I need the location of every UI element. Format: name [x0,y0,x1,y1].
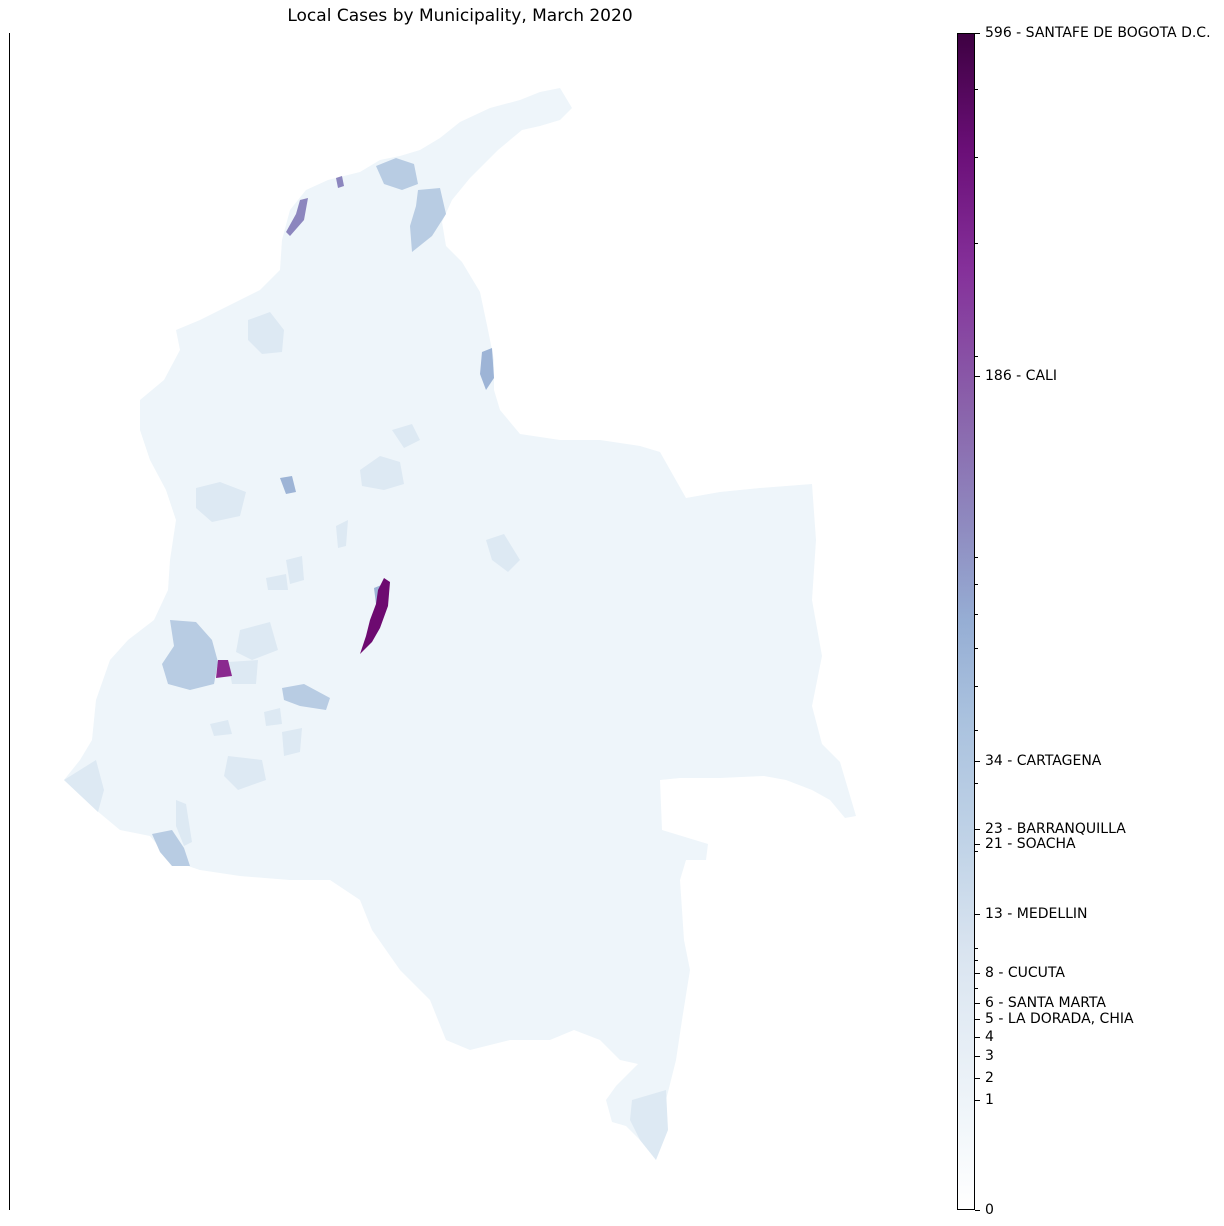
region-low [282,728,302,756]
region-low [236,622,278,660]
region-low [228,660,258,684]
region-southwest [152,830,190,866]
colorbar-tick [975,33,980,34]
region-southwest-2 [176,800,192,846]
axis-spine [9,33,10,1210]
colorbar-tick-label: 6 - SANTA MARTA [985,995,1106,1011]
colorbar-minor-tick [975,584,978,585]
region-santa-marta [376,158,418,190]
colorbar-tick-label: 2 [985,1070,994,1086]
colorbar-tick-label: 21 - SOACHA [985,836,1076,852]
colorbar-minor-tick [975,157,978,158]
region-cartagena [286,198,308,236]
colorbar-minor-tick [975,243,978,244]
colorbar-tick [975,1056,980,1057]
colorbar-tick-label: 0 [985,1202,994,1218]
colorbar-tick [975,1003,980,1004]
region-low [286,556,304,584]
colorbar-minor-tick [975,686,978,687]
colorbar-minor-tick [975,730,978,731]
colorbar-tick-label: 34 - CARTAGENA [985,753,1102,769]
colorbar-tick [975,761,980,762]
region-cali [216,660,232,678]
colorbar-minor-tick [975,648,978,649]
region-low [392,424,420,448]
colorbar-tick [975,376,980,377]
region-valledupar [410,188,446,252]
region-low [210,720,232,736]
colorbar-minor-tick [975,557,978,558]
map-title: Local Cases by Municipality, March 2020 [287,6,633,26]
colorbar-tick [975,829,980,830]
region-low [266,574,288,590]
region-medellin [280,476,296,494]
region-low [196,482,246,522]
colorbar-tick-label: 4 [985,1029,994,1045]
region-low [248,312,284,354]
colorbar-tick [975,1210,980,1211]
colorbar-tick-label: 3 [985,1048,994,1064]
region-low [224,756,266,790]
region-barranquilla [336,176,344,188]
colorbar-tick [975,973,980,974]
colorbar-tick [975,1078,980,1079]
region-low [486,534,520,572]
colorbar-tick [975,1037,980,1038]
colorbar-minor-tick [975,356,978,357]
colorbar-tick-label: 23 - BARRANQUILLA [985,821,1126,837]
colorbar [957,33,975,1210]
colorbar-minor-tick [975,783,978,784]
region-low [64,760,104,812]
colorbar-minor-tick [975,851,978,852]
colorbar-tick [975,1100,980,1101]
region-cali-area [162,620,218,690]
colorbar-minor-tick [975,988,978,989]
region-bogota [360,578,390,654]
colorbar-minor-tick [975,614,978,615]
colorbar-tick-label: 8 - CUCUTA [985,965,1065,981]
colorbar-tick [975,844,980,845]
colorbar-minor-tick [975,948,978,949]
colorbar-tick-label: 13 - MEDELLIN [985,906,1088,922]
region-low [264,708,282,726]
colorbar-tick-label: 5 - LA DORADA, CHIA [985,1011,1134,1027]
colorbar-tick [975,1019,980,1020]
region-cucuta [480,348,494,390]
region-center [282,684,330,710]
colorbar-tick-label: 596 - SANTAFE DE BOGOTA D.C. [985,25,1211,41]
country-territory [64,88,856,1160]
colorbar-minor-tick [975,960,978,961]
region-low [360,456,404,490]
region-low [336,520,348,548]
colombia-choropleth-map [64,88,856,1160]
colorbar-tick [975,914,980,915]
colorbar-tick-label: 186 - CALI [985,368,1057,384]
colorbar-tick-label: 1 [985,1092,994,1108]
colorbar-minor-tick [975,89,978,90]
region-low [630,1090,668,1160]
